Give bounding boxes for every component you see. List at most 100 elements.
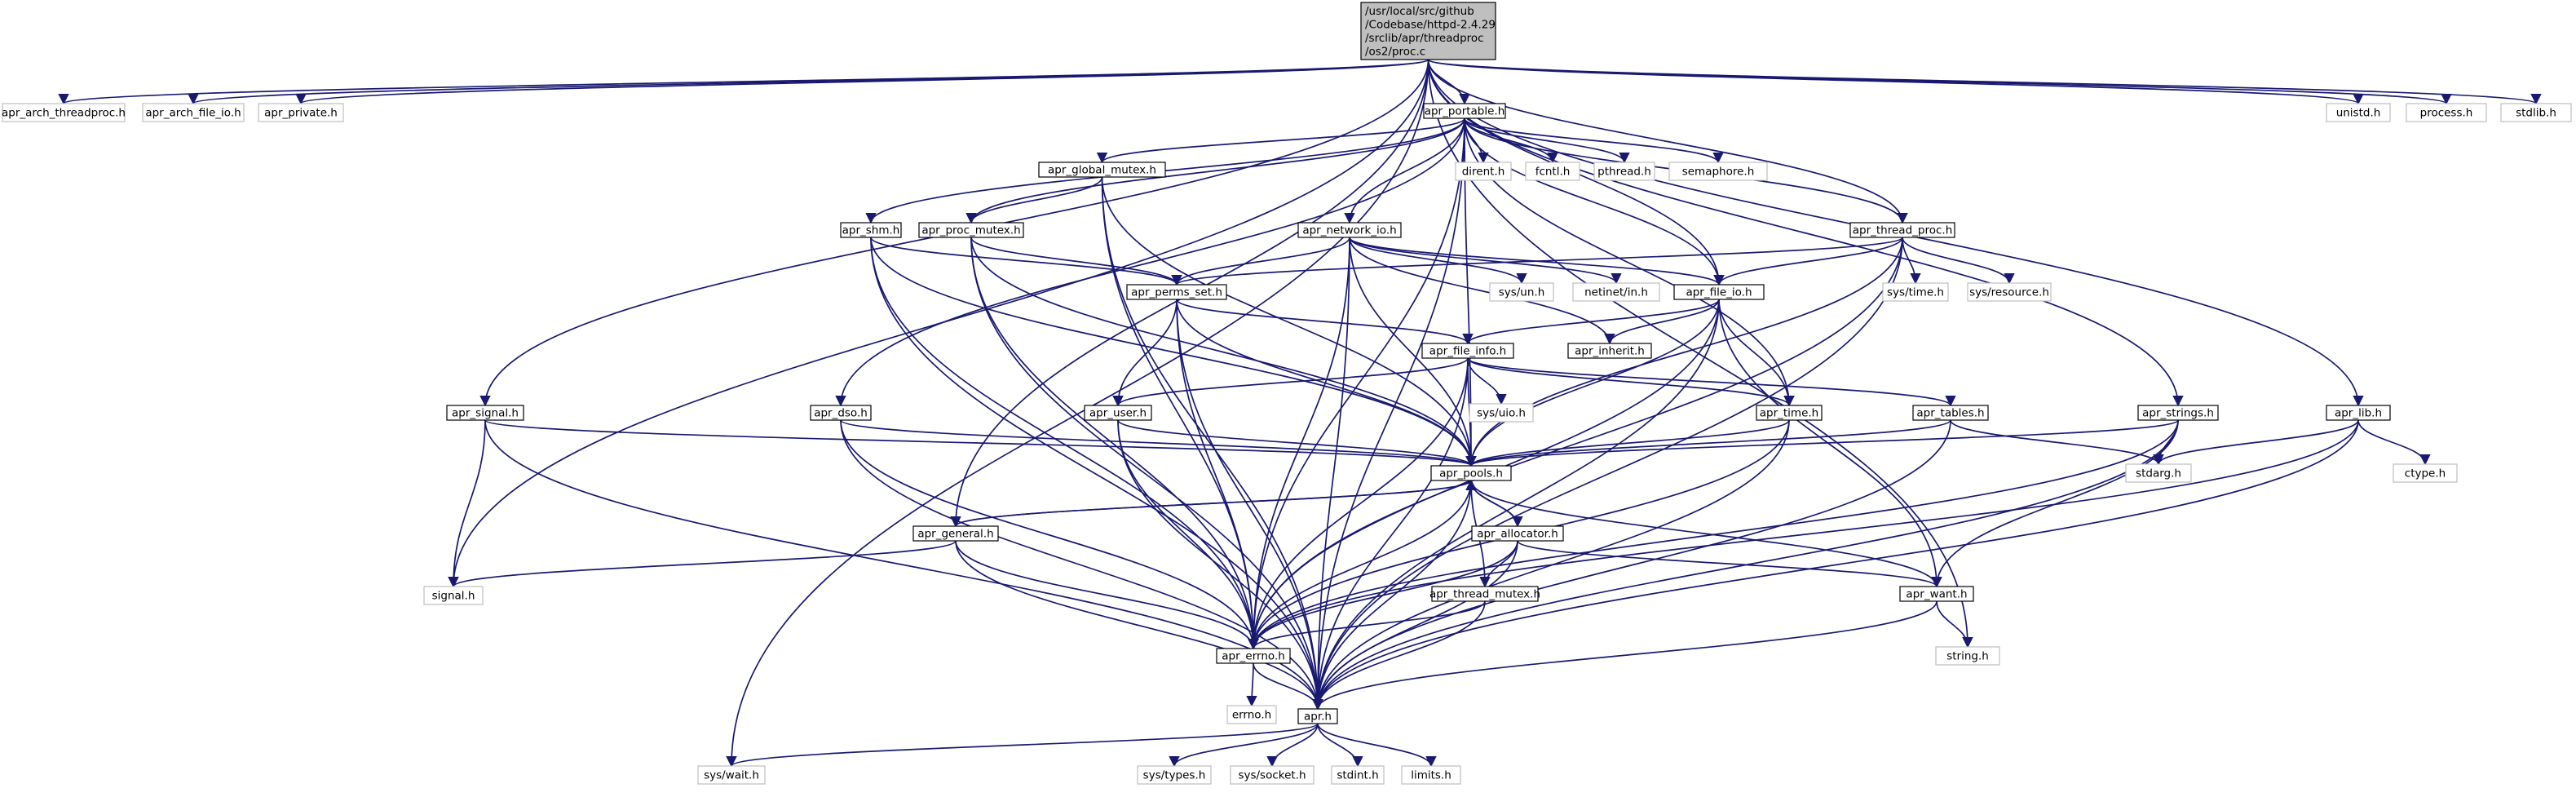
edge-apr_dso-to-apr — [840, 419, 1323, 711]
node-apr-want[interactable]: apr_want.h — [1899, 586, 1974, 602]
node-label: apr_portable.h — [1425, 105, 1505, 118]
node-box — [840, 222, 902, 238]
node-stdlib: stdlib.h — [2500, 103, 2572, 122]
node-apr-dso[interactable]: apr_dso.h — [810, 405, 872, 421]
edge-root-to-sys_wait — [726, 59, 1429, 768]
node-apr[interactable]: apr.h — [1297, 708, 1338, 724]
edge-apr_general-to-apr_errno — [955, 540, 1259, 650]
node-label: pthread.h — [1597, 166, 1651, 179]
node-label: apr_thread_mutex.h — [1429, 588, 1540, 601]
node-label: apr_errno.h — [1222, 650, 1285, 663]
node-apr-tables[interactable]: apr_tables.h — [1912, 405, 1989, 421]
node-label: sys/resource.h — [1969, 286, 2049, 299]
edge-apr_general-to-apr_pools — [955, 479, 1477, 527]
edge-root-to-stdlib — [1427, 59, 2542, 105]
node-label: apr_lib.h — [2335, 407, 2382, 420]
edge-apr_file_info-to-apr_errno — [1248, 357, 1469, 650]
node-apr-file-io[interactable]: apr_file_io.h — [1673, 284, 1765, 300]
edge-apr_lib-to-apr_errno — [1248, 419, 2359, 650]
node-apr-thread-mutex[interactable]: apr_thread_mutex.h — [1429, 586, 1540, 602]
node-label: sys/types.h — [1143, 769, 1206, 782]
edge-apr-to-sys_wait — [726, 723, 1319, 768]
node-label: apr_shm.h — [842, 224, 900, 237]
node-label: sys/uio.h — [1477, 407, 1526, 420]
node-label: apr_arch_threadproc.h — [2, 107, 126, 120]
node-box — [2326, 405, 2391, 421]
node-apr-pools[interactable]: apr_pools.h — [1430, 465, 1512, 481]
node-apr-general[interactable]: apr_general.h — [912, 525, 999, 542]
node-label: apr_pools.h — [1439, 467, 1503, 480]
edge-apr_proc_mutex-to-apr_errno — [970, 237, 1259, 650]
node-root[interactable]: /usr/local/src/github/Codebase/httpd-2.4… — [1360, 2, 1496, 60]
edge-apr_file_info-to-apr_time — [1467, 357, 1795, 407]
edge-apr_proc_mutex-to-apr_pools — [970, 237, 1477, 467]
node-box — [1593, 162, 1655, 181]
edge-apr_file_io-to-apr_time — [1718, 299, 1795, 407]
node-box — [1216, 648, 1291, 664]
node-apr-errno[interactable]: apr_errno.h — [1216, 648, 1291, 664]
edge-apr_network_io-to-netinet_in — [1349, 237, 1622, 285]
node-apr-portable[interactable]: apr_portable.h — [1423, 103, 1506, 119]
node-box — [2125, 463, 2192, 483]
node-box — [912, 525, 999, 542]
edge-apr_shm-to-apr — [870, 237, 1323, 711]
edge-apr_proc_mutex-to-apr — [970, 237, 1323, 711]
node-apr-user[interactable]: apr_user.h — [1084, 405, 1152, 421]
edge-apr_global_mutex-to-apr_proc_mutex — [965, 176, 1103, 224]
node-apr-arch-file-io: apr_arch_file_io.h — [142, 103, 245, 122]
node-netinet-in: netinet/in.h — [1572, 282, 1660, 302]
edge-apr_want-to-string — [1936, 600, 1973, 649]
node-apr-proc-mutex[interactable]: apr_proc_mutex.h — [918, 222, 1024, 238]
node-label: apr_private.h — [264, 107, 338, 120]
edge-apr_lib-to-stdarg — [2153, 419, 2359, 466]
node-box — [446, 405, 524, 421]
node-label: apr_file_io.h — [1686, 286, 1752, 299]
edge-apr_portable-to-apr_dso — [835, 117, 1465, 407]
node-signal: signal.h — [423, 586, 484, 605]
node-fcntl: fcntl.h — [1525, 162, 1580, 181]
node-dirent: dirent.h — [1455, 162, 1512, 181]
node-apr-inherit[interactable]: apr_inherit.h — [1567, 343, 1652, 359]
node-apr-perms-set[interactable]: apr_perms_set.h — [1126, 284, 1227, 300]
node-apr-lib[interactable]: apr_lib.h — [2326, 405, 2391, 421]
node-stdarg: stdarg.h — [2125, 463, 2192, 483]
node-apr-time[interactable]: apr_time.h — [1756, 405, 1823, 421]
node-box — [1525, 162, 1580, 181]
node-apr-file-info[interactable]: apr_file_info.h — [1421, 343, 1514, 359]
node-label: apr_tables.h — [1916, 407, 1984, 420]
node-label: apr_arch_file_io.h — [145, 107, 241, 120]
edge-apr_general-to-apr — [955, 540, 1323, 711]
edge-apr_network_io-to-apr_inherit — [1349, 237, 1615, 345]
node-label: apr_signal.h — [452, 407, 519, 420]
edge-apr_portable-to-pthread — [1464, 117, 1630, 164]
node-apr-global-mutex[interactable]: apr_global_mutex.h — [1038, 162, 1166, 178]
node-ctype: ctype.h — [2393, 463, 2458, 483]
node-box — [423, 586, 484, 605]
node-apr-strings[interactable]: apr_strings.h — [2137, 405, 2219, 421]
edge-apr_perms_set-to-apr_file_info — [1176, 299, 1474, 345]
node-box — [1137, 765, 1212, 785]
edge-apr_pools-to-apr_errno — [1248, 480, 1472, 650]
edge-apr_signal-to-apr_pools — [484, 419, 1477, 467]
edge-apr_thread_mutex-to-apr — [1312, 600, 1486, 711]
edge-apr_shm-to-apr_errno — [870, 237, 1259, 650]
node-apr-signal[interactable]: apr_signal.h — [446, 405, 524, 421]
node-apr-allocator[interactable]: apr_allocator.h — [1471, 525, 1564, 542]
node-apr-thread-proc[interactable]: apr_thread_proc.h — [1849, 222, 1955, 238]
edge-apr_thread_proc-to-sys_resource — [1902, 237, 2015, 285]
node-box — [1126, 284, 1227, 300]
node-label: /usr/local/src/github — [1365, 5, 1474, 18]
node-box — [2393, 463, 2458, 483]
edge-apr_shm-to-apr_pools — [870, 237, 1477, 467]
node-label: apr.h — [1304, 711, 1332, 724]
edge-apr_user-to-apr_pools — [1117, 419, 1477, 467]
node-box — [1230, 765, 1315, 785]
node-label: /os2/proc.c — [1365, 45, 1425, 58]
node-box — [2, 103, 126, 122]
node-apr-network-io[interactable]: apr_network_io.h — [1297, 222, 1402, 238]
edge-apr_errno-to-errno — [1246, 662, 1257, 707]
edge-apr_portable-to-apr_file_io — [1464, 117, 1725, 286]
node-apr-shm[interactable]: apr_shm.h — [840, 222, 902, 238]
